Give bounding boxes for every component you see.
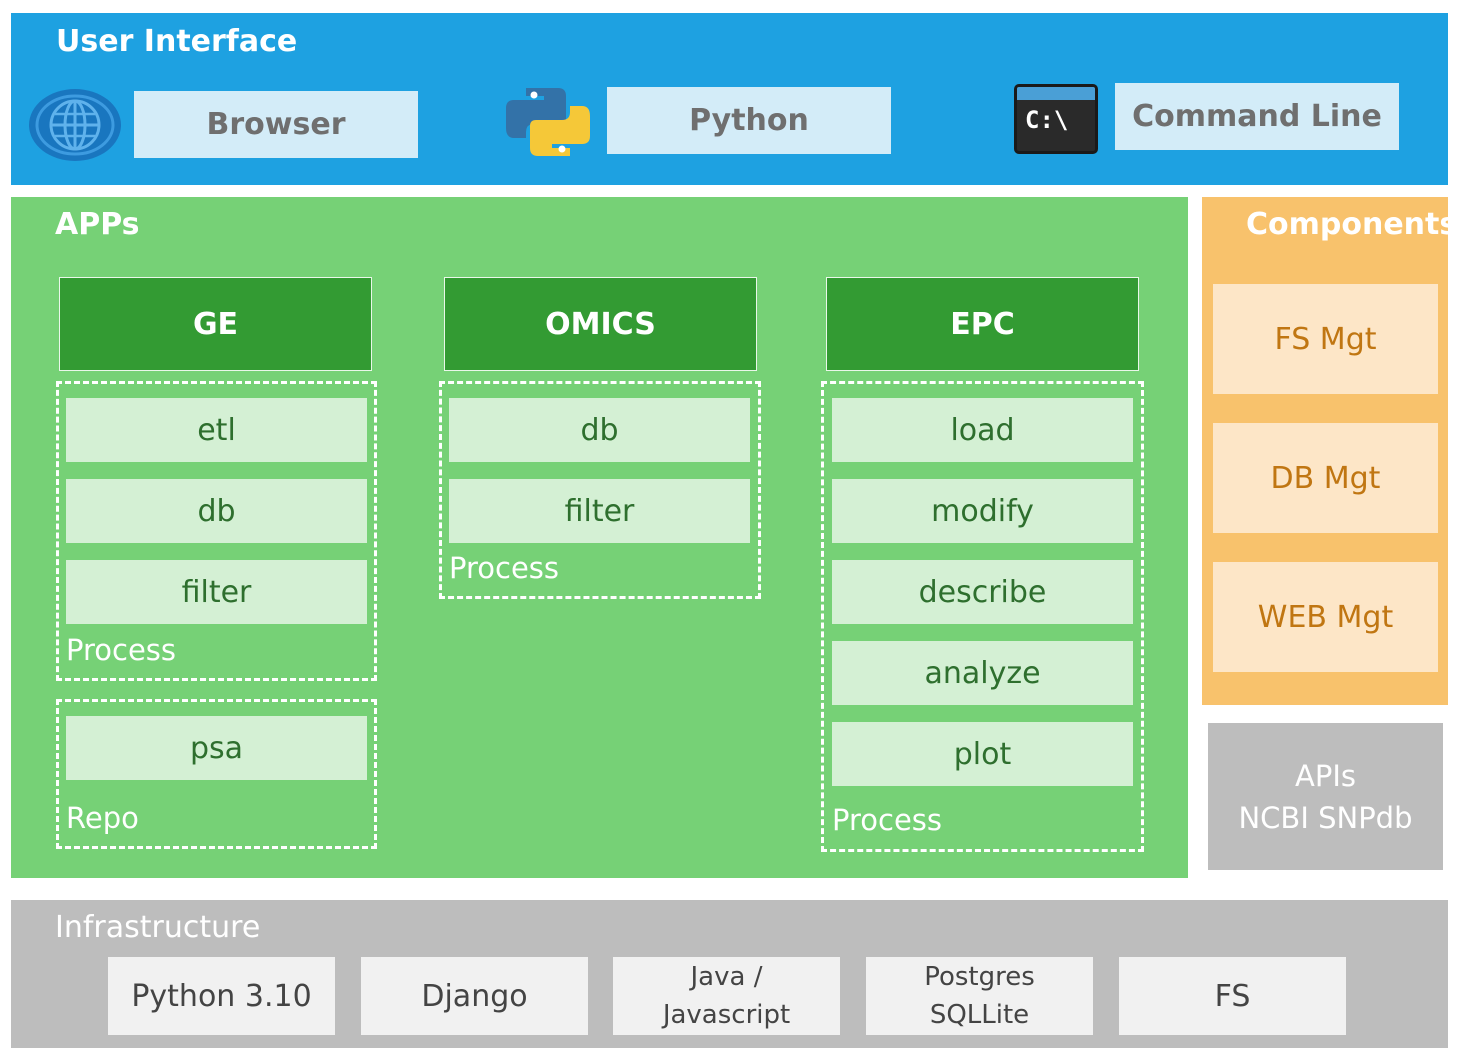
python-logo-icon [506, 88, 590, 156]
command-line-box: Command Line [1115, 83, 1399, 150]
ge-process-item: etl [66, 398, 367, 462]
app-header-omics: OMICS [444, 277, 757, 371]
epc-process-item: load [832, 398, 1133, 462]
user-interface-title: User Interface [56, 24, 298, 59]
app-header-epc: EPC [826, 277, 1139, 371]
epc-process-group [821, 381, 1144, 852]
ge-process-item: filter [66, 560, 367, 624]
command-prompt-icon: C:\ [1014, 84, 1098, 154]
epc-process-item: describe [832, 560, 1133, 624]
omics-process-item: db [449, 398, 750, 462]
infra-item-text: SQLLite [929, 1000, 1030, 1030]
browser-box: Browser [134, 91, 418, 158]
epc-process-item: modify [832, 479, 1133, 543]
infra-item-fs: FS [1119, 957, 1346, 1035]
infra-item-java: Java / Javascript [613, 957, 840, 1035]
ge-repo-label: Repo [66, 801, 139, 835]
epc-process-label: Process [832, 803, 943, 837]
component-item: DB Mgt [1213, 423, 1438, 533]
omics-process-item: filter [449, 479, 750, 543]
ge-repo-item: psa [66, 716, 367, 780]
ge-process-group [56, 381, 377, 681]
ge-process-item: db [66, 479, 367, 543]
infra-item-text: Python 3.10 [131, 978, 312, 1014]
epc-process-item: analyze [832, 641, 1133, 705]
omics-process-label: Process [449, 551, 560, 585]
globe-icon [29, 89, 121, 161]
infrastructure-title: Infrastructure [55, 910, 261, 945]
infra-item-text: Postgres [924, 962, 1035, 992]
infra-item-text: Javascript [662, 1000, 791, 1030]
apis-ncbi-label: NCBI SNPdb [1238, 800, 1413, 835]
python-box: Python [607, 87, 891, 154]
infra-item-python: Python 3.10 [108, 957, 335, 1035]
infra-item-database: Postgres SQLLite [866, 957, 1093, 1035]
infra-item-text: Java / [690, 962, 763, 992]
ge-process-label: Process [66, 633, 177, 667]
component-item: FS Mgt [1213, 284, 1438, 394]
infra-item-text: Django [421, 978, 528, 1014]
ge-repo-group [56, 699, 377, 849]
apps-title: APPs [55, 207, 140, 242]
components-title: Components [1246, 207, 1458, 242]
infra-item-text: FS [1214, 978, 1251, 1014]
omics-process-group [439, 381, 761, 599]
component-item: WEB Mgt [1213, 562, 1438, 672]
epc-process-item: plot [832, 722, 1133, 786]
apis-box: APIs NCBI SNPdb [1208, 723, 1443, 870]
infra-item-django: Django [361, 957, 588, 1035]
command-prompt-text: C:\ [1025, 106, 1069, 134]
apis-label: APIs [1295, 758, 1356, 793]
app-header-ge: GE [59, 277, 372, 371]
